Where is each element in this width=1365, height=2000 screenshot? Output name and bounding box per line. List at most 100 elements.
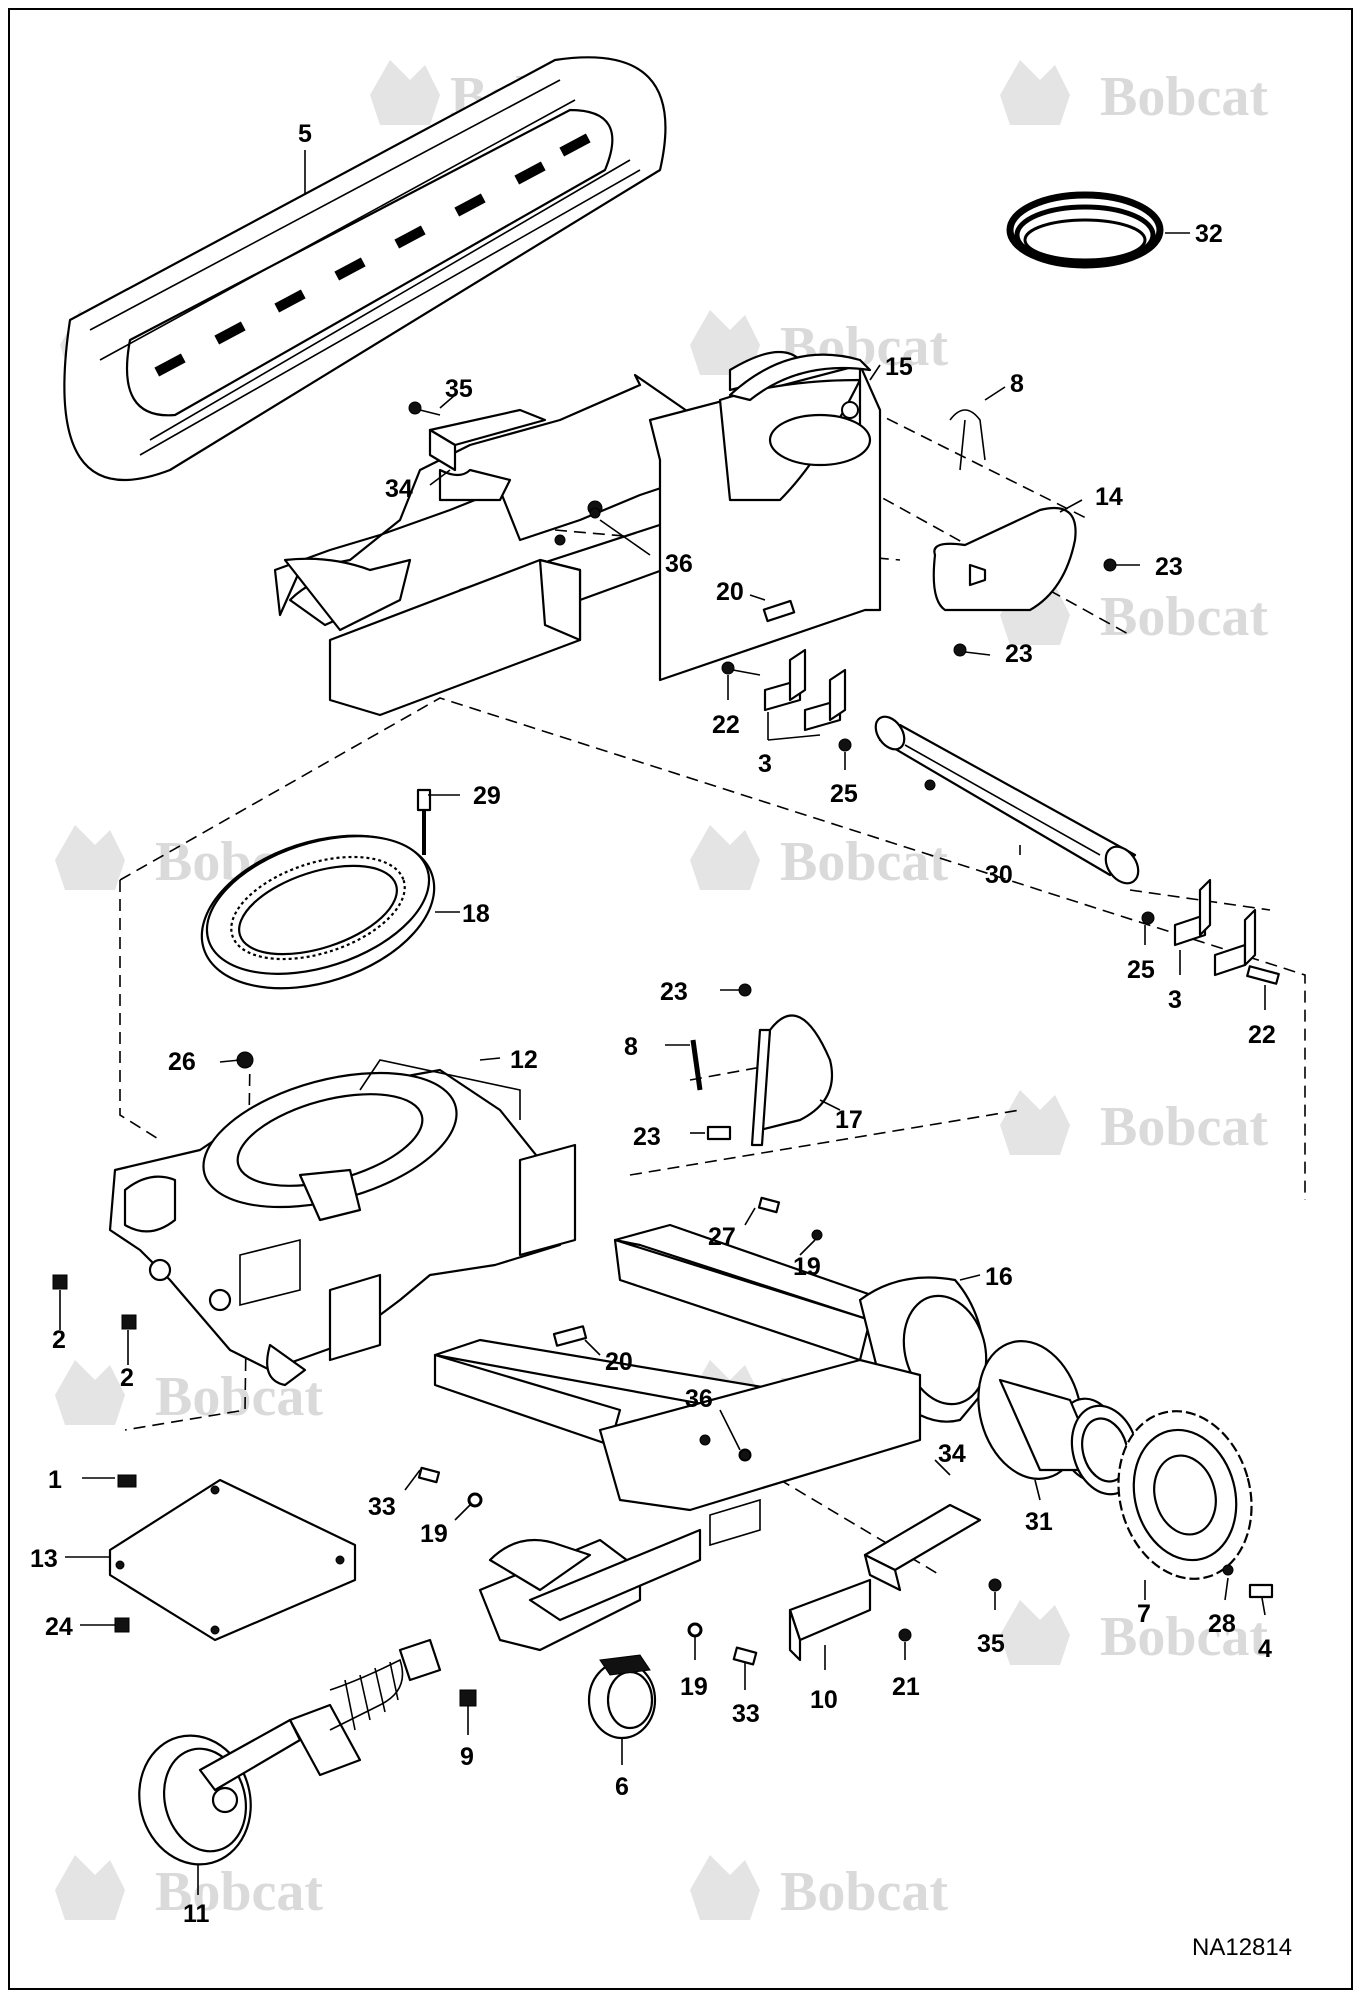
watermark-8: Bobcat: [1000, 1090, 1268, 1158]
callout-1: 1: [48, 1466, 62, 1494]
svg-text:Bobcat: Bobcat: [155, 1861, 323, 1923]
watermark-12: Bobcat: [55, 1855, 323, 1923]
callout-16: 16: [985, 1263, 1013, 1291]
callout-8: 8: [624, 1033, 638, 1061]
clamp-3-lower: [1173, 878, 1257, 977]
callout-34: 34: [385, 475, 413, 503]
u-pin-8-upper: [949, 409, 986, 471]
bolt-22-lower: [1246, 965, 1280, 985]
callout-14: 14: [1095, 483, 1123, 511]
track-roller-6: [587, 1654, 657, 1740]
slew-ring-18: [200, 834, 436, 990]
bolt-2b: [121, 1314, 137, 1330]
guard-plate-10: [788, 1578, 872, 1662]
svg-text:Bobcat: Bobcat: [780, 1861, 948, 1923]
callout-7: 7: [1137, 1600, 1151, 1628]
svg-text:Bobcat: Bobcat: [1100, 586, 1268, 648]
washer-28: [1222, 1564, 1234, 1576]
track-lugs: [154, 133, 591, 377]
bolt-21: [898, 1628, 912, 1642]
bolt-22-upper: [721, 661, 761, 676]
bolt-4: [1248, 1583, 1274, 1599]
drawing-border: [8, 8, 1353, 1990]
bolt-35-upper: [408, 401, 441, 416]
callout-4: 4: [1258, 1635, 1272, 1663]
bolt-23a: [1103, 558, 1117, 572]
bolt-35-lower: [988, 1578, 1002, 1592]
callout-23: 23: [1005, 640, 1033, 668]
callout-28: 28: [1208, 1610, 1236, 1638]
bolt-2a: [52, 1274, 68, 1290]
callout-2: 2: [120, 1364, 134, 1392]
callout-22: 22: [1248, 1021, 1276, 1049]
callout-35: 35: [977, 1630, 1005, 1658]
track-side-frame-16: [433, 1223, 988, 1652]
callout-10: 10: [810, 1686, 838, 1714]
leader-lines: [59, 150, 1266, 1895]
watermark-11: Bobcat: [1000, 1600, 1268, 1668]
callout-19: 19: [793, 1253, 821, 1281]
bolt-27: [757, 1196, 781, 1214]
plate-34-lower: [863, 1503, 982, 1592]
callout-33: 33: [368, 1493, 396, 1521]
callout-12: 12: [510, 1046, 538, 1074]
callout-22: 22: [712, 711, 740, 739]
cover-plate-13: [108, 1478, 357, 1642]
callout-15: 15: [885, 353, 913, 381]
cover-plate-14: [932, 506, 1077, 612]
callout-35: 35: [445, 375, 473, 403]
callout-33: 33: [732, 1700, 760, 1728]
svg-text:Bobcat: Bobcat: [1100, 1606, 1268, 1668]
cover-plate-17: [750, 1014, 834, 1147]
upper-track-frame: [273, 350, 882, 717]
callout-20: 20: [716, 578, 744, 606]
watermark-7: Bobcat: [690, 825, 948, 893]
callout-36: 36: [665, 550, 693, 578]
watermark-9: Bobcat: [55, 1360, 323, 1428]
watermark-2: Bobcat: [1000, 60, 1268, 128]
callout-25: 25: [1127, 956, 1155, 984]
track-tensioner-spring: [288, 1638, 442, 1777]
bolt-29: [416, 788, 432, 855]
bolt-23b: [953, 643, 967, 657]
callout-31: 31: [1025, 1508, 1053, 1536]
callout-27: 27: [708, 1223, 736, 1251]
bolt-23d: [706, 1125, 732, 1141]
callout-3: 3: [1168, 986, 1182, 1014]
callout-26: 26: [168, 1048, 196, 1076]
callout-9: 9: [460, 1743, 474, 1771]
callout-23: 23: [1155, 553, 1183, 581]
drawing-number: NA12814: [1192, 1934, 1292, 1961]
callout-17: 17: [835, 1106, 863, 1134]
hose-coil: [1006, 191, 1164, 269]
callout-5: 5: [298, 120, 312, 148]
front-idler-11: [138, 1718, 302, 1866]
svg-text:Bobcat: Bobcat: [1100, 1096, 1268, 1158]
callout-labels: 5 32 15 8 35 34 14 23 36 20 23 22 3 25 2…: [30, 120, 1276, 1928]
callout-25: 25: [830, 780, 858, 808]
nut-25-lower: [1141, 911, 1155, 925]
bolt-20-upper: [762, 599, 796, 623]
callout-20: 20: [605, 1348, 633, 1376]
lower-undercarriage-frame-12: [108, 1059, 577, 1387]
callout-24: 24: [45, 1613, 73, 1641]
nut-9: [459, 1689, 477, 1707]
callout-6: 6: [615, 1773, 629, 1801]
drive-sprocket-7: [1117, 1410, 1253, 1580]
nut-25-upper: [838, 738, 852, 752]
callout-36: 36: [685, 1385, 713, 1413]
callout-23: 23: [660, 978, 688, 1006]
callout-23: 23: [633, 1123, 661, 1151]
bolt-20-lower: [552, 1325, 588, 1347]
callout-11: 11: [183, 1900, 210, 1928]
bolt-33a: [417, 1466, 441, 1484]
callout-2: 2: [52, 1326, 66, 1354]
svg-text:Bobcat: Bobcat: [1100, 66, 1268, 128]
callout-21: 21: [892, 1673, 920, 1701]
washer-19a: [811, 1229, 823, 1241]
washer-19c: [687, 1622, 703, 1638]
callout-30: 30: [985, 861, 1013, 889]
callout-3: 3: [758, 750, 772, 778]
